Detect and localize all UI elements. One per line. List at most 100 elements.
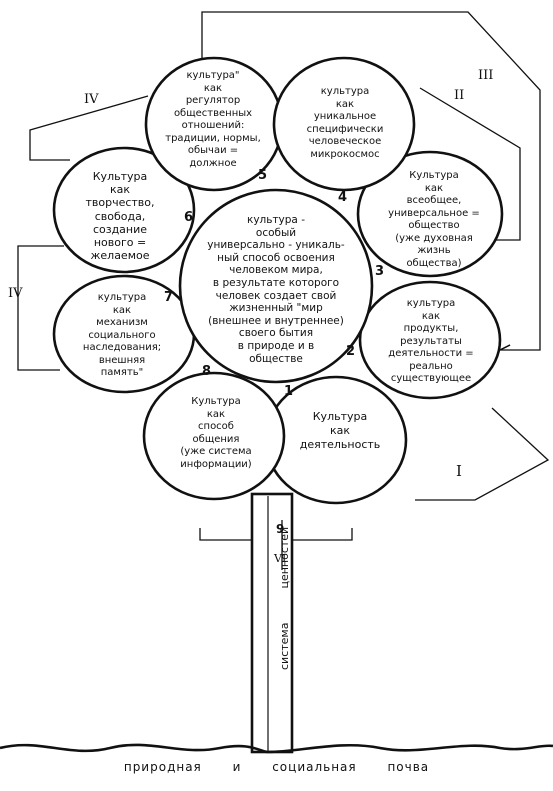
- stem-word: система: [278, 622, 291, 670]
- center-line: в результате которого: [212, 276, 340, 289]
- petal-4-label: культура как уникальное специфически чел…: [292, 86, 398, 161]
- center-line: жизненный "мир: [229, 302, 323, 315]
- petal-line: (уже система: [180, 446, 252, 457]
- roman-label-ii: II: [454, 88, 465, 103]
- center-line: культура -: [246, 214, 305, 226]
- petal-line: жизнь: [417, 245, 451, 256]
- petal-line: уникальное: [313, 111, 377, 122]
- petal-5-label: культура" как регулятор общественных отн…: [156, 70, 270, 170]
- petal-line: общества): [406, 257, 462, 269]
- center-line: обществе: [249, 352, 303, 365]
- petal-2-label: культура как продукты, результаты деятел…: [376, 298, 486, 386]
- petal-7-label: культура как механизм социального наслед…: [70, 292, 174, 380]
- petal-number: 2: [346, 344, 356, 359]
- petal-3-shape: [356, 150, 504, 278]
- petal-line: культура: [97, 292, 147, 303]
- petal-number: 7: [164, 290, 174, 305]
- petal-4-shape: [272, 56, 416, 192]
- soil-caption: природная и социальная почва: [123, 760, 430, 774]
- center-line: ный способ освоения: [217, 251, 335, 264]
- petal-line: как: [203, 82, 223, 94]
- petal-line: (уже духовная: [395, 232, 473, 244]
- center-line: универсально - уникаль-: [207, 239, 345, 252]
- petal-line: создание: [92, 222, 148, 236]
- petal-line: должное: [189, 157, 237, 169]
- petal-line: способ: [198, 421, 234, 432]
- petal-line: деятельность: [299, 438, 381, 451]
- arrow-frame-ii: [419, 87, 521, 241]
- petal-8-label: Культура как способ общения (уже система…: [166, 396, 266, 471]
- center-line: (внешнее и внутреннее): [208, 314, 344, 327]
- center-line: особый: [255, 226, 297, 239]
- petal-line: информации): [180, 458, 252, 470]
- center-line: человеком мира,: [229, 264, 323, 277]
- petal-line: как: [335, 98, 355, 110]
- center-line: своего бытия: [238, 327, 314, 340]
- petal-line: как: [112, 304, 132, 316]
- petal-number: 1: [284, 384, 294, 399]
- petal-number: 4: [338, 190, 348, 205]
- roman-label-i: I: [456, 462, 462, 480]
- petal-line: Культура: [312, 410, 368, 423]
- petal-number: 6: [184, 210, 194, 225]
- petal-line: нового =: [93, 236, 147, 250]
- petal-3-label: Культура как всеобщее, универсальное = о…: [378, 170, 490, 270]
- petal-line: результаты: [400, 335, 462, 347]
- petal-line: культура: [320, 86, 370, 97]
- roman-label-vi: VI: [274, 552, 287, 565]
- petal-1-label: Культура как деятельность: [290, 410, 390, 452]
- stem-number: 9: [276, 522, 285, 536]
- petal-line: продукты,: [403, 323, 459, 334]
- petal-line: микрокосмос: [310, 148, 380, 160]
- stem-label: система ценностей: [278, 493, 291, 670]
- petal-line: Культура: [409, 170, 459, 181]
- petal-number: 3: [375, 264, 385, 279]
- petal-line: как: [206, 408, 226, 420]
- petal-line: свобода,: [94, 209, 146, 223]
- petal-number: 5: [258, 168, 268, 183]
- petal-line: Культура: [92, 170, 148, 183]
- stem-word: ценностей: [278, 526, 291, 589]
- center-disc: [178, 188, 374, 384]
- petal-line: наследования;: [82, 342, 162, 353]
- petal-line: отношений:: [181, 120, 245, 131]
- petal-line: общения: [192, 433, 240, 445]
- petal-line: существующее: [390, 373, 472, 384]
- petal-line: человеческое: [308, 136, 382, 147]
- petal-line: социального: [88, 329, 156, 341]
- petal-line: универсальное =: [388, 207, 480, 219]
- petal-line: как: [421, 310, 441, 322]
- petal-line: общественных: [173, 107, 253, 119]
- petal-line: специфически: [306, 123, 384, 135]
- petal-line: как: [109, 183, 131, 197]
- petal-line: Культура: [191, 396, 241, 407]
- petal-line: желаемое: [90, 249, 150, 263]
- petal-line: традиции, нормы,: [165, 132, 261, 144]
- petal-line: как: [329, 424, 351, 437]
- arrow-frame-i: [415, 407, 550, 501]
- petal-number: 8: [202, 364, 212, 379]
- petal-line: реально: [409, 360, 453, 372]
- petal-6-label: Культура как творчество, свобода, создан…: [70, 170, 170, 262]
- petal-line: регулятор: [185, 95, 241, 106]
- petal-2-shape: [358, 280, 502, 400]
- petal-line: культура": [186, 70, 240, 81]
- petal-line: память": [100, 367, 144, 378]
- petal-line: внешняя: [98, 354, 146, 366]
- petal-line: обычаи =: [187, 145, 239, 156]
- petal-8-shape: [142, 371, 286, 501]
- roman-label-iv-left: IV: [8, 286, 23, 301]
- center-line: в природе и в: [237, 339, 315, 352]
- center-line: человек создает свой: [215, 289, 337, 302]
- arrow-frame-iii: [201, 11, 541, 351]
- arrow-frame-iv-top: [29, 95, 149, 161]
- roman-label-iv-top: IV: [84, 92, 99, 107]
- petal-line: всеобщее,: [406, 195, 462, 206]
- arrow-frame-iv-left: [17, 245, 64, 371]
- petal-line: механизм: [96, 317, 148, 328]
- roman-label-iii: III: [478, 68, 494, 83]
- petal-6-shape: [52, 146, 196, 274]
- soil-line: [0, 743, 553, 754]
- petal-line: как: [424, 182, 444, 194]
